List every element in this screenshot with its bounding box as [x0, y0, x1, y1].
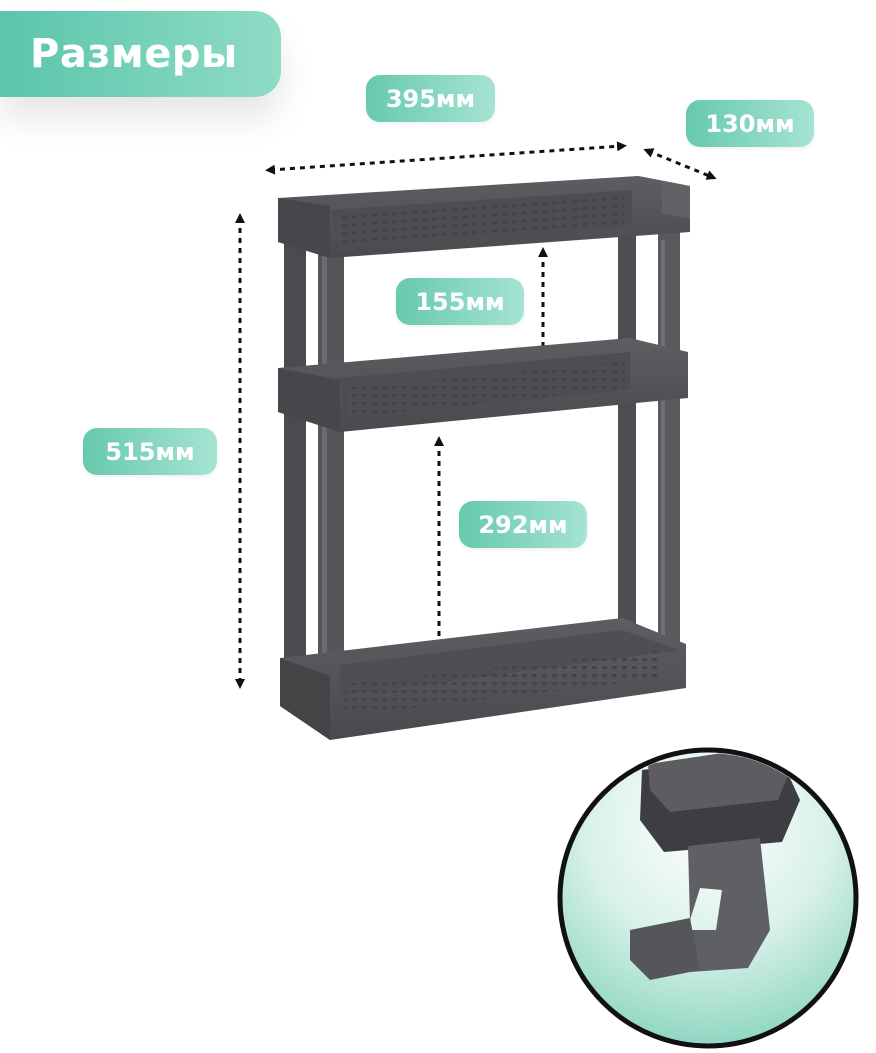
- depth-dimension-label: 130мм: [686, 100, 814, 147]
- width-dimension-label: 395мм: [366, 75, 495, 122]
- height-dimension-label: 515мм: [83, 428, 217, 475]
- hook-detail-image: [557, 747, 859, 1049]
- title-badge: Размеры: [0, 11, 281, 97]
- shelf-product-image: [278, 176, 690, 740]
- bottom-gap-dimension-label: 292мм: [459, 501, 587, 548]
- page-title: Размеры: [30, 31, 238, 77]
- top-gap-dimension-label: 155мм: [396, 278, 524, 325]
- dimension-arrows: [235, 141, 717, 689]
